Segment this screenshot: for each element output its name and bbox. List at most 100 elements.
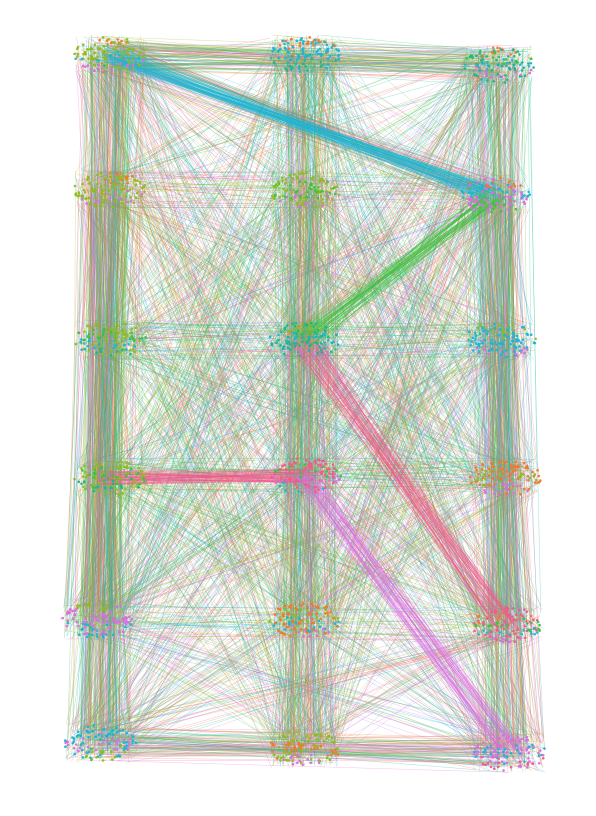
graph-edge	[311, 345, 492, 360]
graph-edge	[120, 60, 491, 330]
graph-edge	[80, 52, 93, 623]
node-stub	[132, 175, 136, 177]
graph-node	[111, 182, 115, 186]
node-stub	[516, 354, 520, 356]
graph-edge	[281, 482, 314, 751]
graph-node	[308, 328, 311, 331]
node-stub	[302, 183, 305, 186]
graph-edge	[75, 198, 294, 486]
graph-edge	[101, 472, 311, 616]
node-stub	[284, 326, 289, 329]
graph-node	[467, 191, 471, 194]
graph-node	[492, 79, 495, 83]
graph-edge	[89, 633, 287, 737]
graph-edge	[339, 321, 503, 328]
node-stub	[314, 39, 316, 42]
graph-edge	[339, 486, 494, 495]
graph-node	[120, 172, 123, 175]
graph-edge	[281, 337, 543, 744]
graph-edge	[328, 326, 479, 490]
graph-node	[508, 61, 511, 64]
graph-edge	[104, 57, 276, 175]
graph-edge	[109, 337, 500, 771]
graph-edge	[72, 184, 76, 726]
graph-node	[114, 46, 118, 49]
graph-edge	[66, 630, 541, 735]
highlighted-edge	[310, 189, 491, 346]
graph-node	[301, 42, 305, 45]
node-stub	[271, 477, 275, 480]
graph-node	[77, 331, 81, 335]
node-stub	[283, 346, 285, 349]
graph-edge	[271, 493, 490, 771]
graph-node	[336, 474, 339, 478]
node-stub	[480, 72, 483, 75]
graph-edge	[320, 334, 503, 495]
graph-node	[486, 330, 490, 333]
graph-edge	[127, 345, 297, 498]
graph-edge	[117, 470, 510, 762]
graph-node	[328, 191, 332, 195]
graph-node	[494, 340, 497, 344]
graph-node	[482, 326, 486, 329]
node-stub	[106, 199, 111, 202]
graph-edge	[89, 327, 293, 489]
node-stub	[520, 185, 525, 188]
graph-edge	[117, 184, 278, 733]
graph-node	[316, 49, 320, 52]
graph-edge	[125, 51, 143, 360]
graph-node	[274, 481, 278, 485]
graph-node	[126, 175, 129, 178]
graph-node	[89, 67, 93, 71]
graph-node	[289, 477, 293, 480]
graph-node	[125, 461, 128, 464]
graph-edge	[107, 52, 524, 761]
graph-edge	[271, 630, 502, 755]
graph-edge	[325, 332, 500, 348]
graph-edge	[91, 176, 310, 614]
graph-edge	[122, 472, 130, 615]
graph-edge	[107, 457, 295, 607]
graph-node	[137, 53, 140, 57]
node-stub	[313, 351, 318, 353]
graph-node	[126, 40, 130, 44]
graph-node	[327, 468, 331, 471]
graph-node	[270, 344, 274, 347]
node-stub	[281, 194, 284, 197]
node-stub	[115, 38, 118, 40]
graph-edge	[112, 607, 274, 629]
node-stub	[75, 195, 79, 198]
graph-edge	[133, 201, 493, 347]
graph-edge	[514, 329, 534, 494]
graph-edge	[274, 55, 520, 327]
node-stub	[288, 340, 291, 343]
node-stub	[486, 332, 491, 335]
graph-node	[491, 56, 495, 59]
graph-node	[519, 341, 523, 344]
node-stub	[81, 49, 86, 53]
graph-edge	[316, 188, 531, 482]
graph-node	[105, 57, 109, 61]
graph-node	[96, 333, 100, 337]
graph-edge	[316, 57, 496, 635]
graph-edge	[122, 459, 311, 752]
graph-node	[298, 344, 302, 347]
graph-edge	[320, 469, 487, 609]
graph-edge	[338, 56, 497, 609]
graph-edge	[507, 54, 525, 762]
node-stub	[107, 175, 112, 178]
graph-edge	[101, 185, 486, 626]
graph-node	[509, 196, 512, 199]
graph-node	[112, 482, 115, 486]
highlighted-edge	[304, 335, 499, 632]
graph-node	[534, 337, 537, 341]
graph-edge	[285, 333, 506, 496]
graph-edge	[99, 324, 275, 343]
highlighted-edge	[309, 471, 500, 749]
graph-edge	[326, 181, 513, 490]
node-cluster-c-3-1	[270, 457, 345, 494]
graph-node	[118, 351, 121, 354]
graph-edge	[335, 482, 486, 610]
graph-edge	[137, 70, 517, 749]
node-stub	[77, 193, 80, 196]
